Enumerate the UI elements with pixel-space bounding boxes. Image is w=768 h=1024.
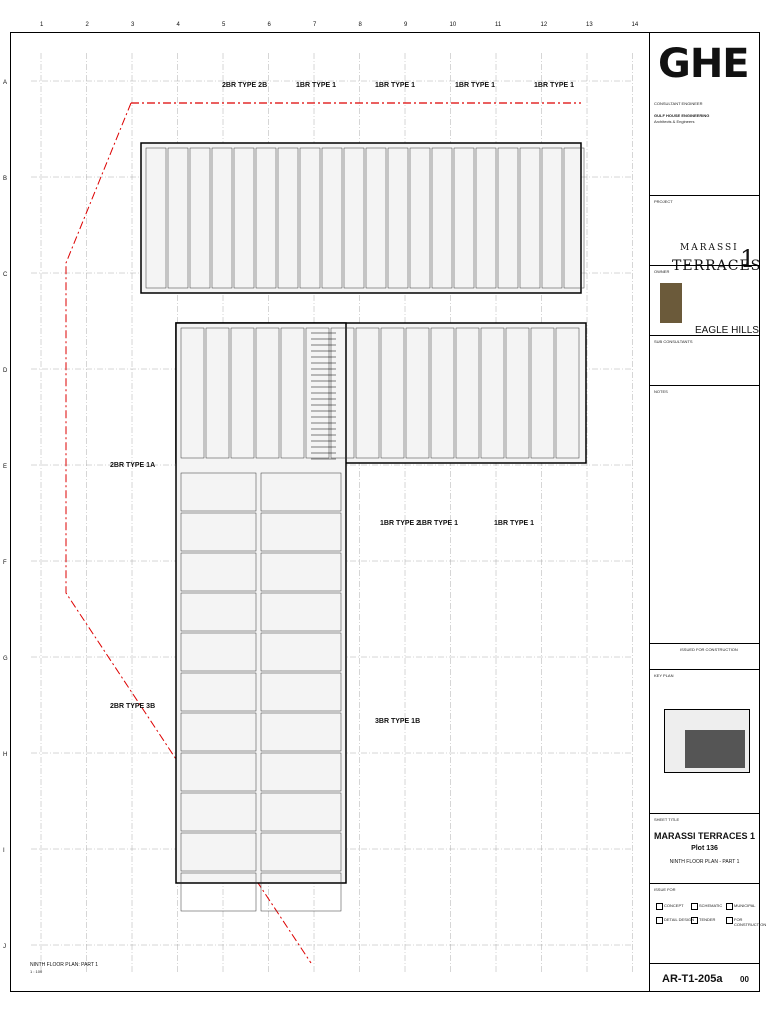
sheet-number: AR-T1-205a xyxy=(662,973,723,985)
issue-checkbox xyxy=(726,903,733,910)
grid-col-8: 8 xyxy=(358,22,362,28)
grid-row-F: F xyxy=(3,560,7,566)
owner-name: EAGLE HILLS xyxy=(695,325,759,336)
grid-col-1: 1 xyxy=(40,22,44,28)
consultant-label: CONSULTANT ENGINEER xyxy=(654,101,703,106)
issue-option-label: TENDER xyxy=(699,917,716,922)
unit-label-2br-2b: 2BR TYPE 2B xyxy=(222,82,268,89)
grid-col-5: 5 xyxy=(222,22,226,28)
project-number: 1 xyxy=(740,245,756,273)
grid-col-2: 2 xyxy=(85,22,89,28)
unit-label-2br-1a: 2BR TYPE 1A xyxy=(110,462,156,469)
grid-col-14: 14 xyxy=(631,22,639,28)
grid-row-I: I xyxy=(3,848,5,854)
unit-label-1br-e: 1BR TYPE 1 xyxy=(418,520,459,527)
project-label: PROJECT xyxy=(654,199,673,204)
grid-row-B: B xyxy=(3,176,8,182)
revision: 00 xyxy=(740,975,749,984)
issue-checkbox xyxy=(691,903,698,910)
grid-row-J: J xyxy=(3,944,6,950)
grid-row-E: E xyxy=(3,464,8,470)
floor-plan-drawing xyxy=(31,53,633,973)
issue-option-label: CONCEPT xyxy=(664,903,684,908)
grid-row-A: A xyxy=(3,80,8,86)
sheet-title-label: SHEET TITLE xyxy=(654,817,680,822)
unit-label-3br-1b: 3BR TYPE 1B xyxy=(375,718,421,725)
drawing-frame xyxy=(10,32,650,992)
title-block: GHE CONSULTANT ENGINEER GULF HOUSE ENGIN… xyxy=(650,32,766,992)
plot-number: Plot 136 xyxy=(691,845,718,852)
company-sub: Architects & Engineers xyxy=(654,119,695,124)
owner-label: OWNER xyxy=(654,269,670,274)
unit-label-1br-b: 1BR TYPE 1 xyxy=(375,82,416,89)
drawing-scale: 1 : 100 xyxy=(30,969,43,974)
sheet-subtitle: NINTH FLOOR PLAN - PART 1 xyxy=(669,859,740,865)
project-name-2: TERRACES xyxy=(672,258,762,274)
unit-label-1br-d: 1BR TYPE 1 xyxy=(534,82,575,89)
unit-label-1br-c: 1BR TYPE 1 xyxy=(455,82,496,89)
unit-label-1br-a: 1BR TYPE 1 xyxy=(296,82,337,89)
drawing-caption: NINTH FLOOR PLAN: PART 1 xyxy=(30,962,99,968)
key-plan-label: KEY PLAN xyxy=(654,673,674,678)
issue-checkbox xyxy=(656,917,663,924)
issue-option-label: FOR CONSTRUCTION xyxy=(734,917,767,927)
grid-col-7: 7 xyxy=(313,22,317,28)
grid-row-G: G xyxy=(3,656,8,662)
unit-label-1br-type2: 1BR TYPE 2 xyxy=(380,520,421,527)
unit-label-1br-f: 1BR TYPE 1 xyxy=(494,520,535,527)
eagle-hills-logo-mark xyxy=(660,283,682,323)
grid-row-H: H xyxy=(3,752,8,758)
issue-option-label: DETAIL DESIGN xyxy=(664,917,695,922)
grid-col-9: 9 xyxy=(404,22,408,28)
issued-for: ISSUED FOR CONSTRUCTION xyxy=(680,647,738,652)
grid-col-6: 6 xyxy=(267,22,271,28)
grid-col-10: 10 xyxy=(449,22,457,28)
notes-label: NOTES xyxy=(654,389,668,394)
grid-col-11: 11 xyxy=(495,22,502,28)
key-plan xyxy=(664,709,750,773)
issue-checkbox xyxy=(726,917,733,924)
issue-option-label: MUNICIPAL xyxy=(734,903,756,908)
grid-row-C: C xyxy=(3,272,8,278)
sub-consultants-label: SUB CONSULTANTS xyxy=(654,339,693,344)
issue-option-label: SCHEMATIC xyxy=(699,903,723,908)
issue-checkbox xyxy=(656,903,663,910)
ghe-logo: GHE xyxy=(658,41,750,87)
grid-col-3: 3 xyxy=(131,22,135,28)
grid-col-13: 13 xyxy=(586,22,593,28)
grid-row-D: D xyxy=(3,368,8,374)
unit-label-2br-3b: 2BR TYPE 3B xyxy=(110,703,156,710)
grid-col-12: 12 xyxy=(540,22,548,28)
issue-checkbox xyxy=(691,917,698,924)
project-name-1: MARASSI xyxy=(680,243,739,253)
issue-for-label: ISSUE FOR xyxy=(654,887,676,892)
company-name: GULF HOUSE ENGINEERING xyxy=(654,113,710,118)
grid-col-4: 4 xyxy=(176,22,180,28)
sheet-title: MARASSI TERRACES 1 xyxy=(653,831,755,841)
